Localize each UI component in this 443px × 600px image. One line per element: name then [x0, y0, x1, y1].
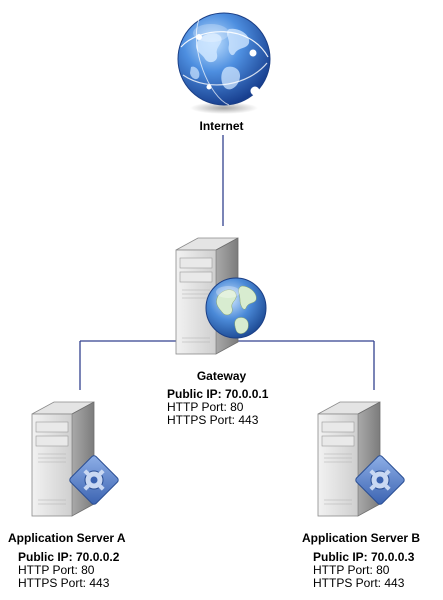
gateway-public-ip: Public IP: 70.0.0.1: [167, 387, 269, 401]
internet-label: Internet: [199, 119, 244, 133]
globe-icon: [177, 12, 271, 114]
server-b-info: Public IP: 70.0.0.3 HTTP Port: 80 HTTPS …: [313, 551, 414, 590]
server-a-public-ip: Public IP: 70.0.0.2: [18, 550, 120, 564]
server-a-http-port: HTTP Port: 80: [18, 563, 95, 577]
gateway-http-port: HTTP Port: 80: [167, 400, 244, 414]
server-globe-icon: [175, 237, 267, 355]
gateway-https-port: HTTPS Port: 443: [167, 413, 259, 427]
server-a-info: Public IP: 70.0.0.2 HTTP Port: 80 HTTPS …: [18, 551, 119, 590]
server-a-label: Application Server A: [8, 531, 126, 545]
server-gear-icon: [31, 401, 119, 517]
gateway-label: Gateway: [196, 369, 247, 383]
server-b-http-port: HTTP Port: 80: [313, 563, 390, 577]
server-gear-icon: [317, 401, 405, 517]
server-b-label: Application Server B: [302, 531, 421, 545]
server-b-public-ip: Public IP: 70.0.0.3: [313, 550, 415, 564]
gateway-info: Public IP: 70.0.0.1 HTTP Port: 80 HTTPS …: [167, 388, 268, 427]
server-b-https-port: HTTPS Port: 443: [313, 576, 405, 590]
server-a-https-port: HTTPS Port: 443: [18, 576, 110, 590]
